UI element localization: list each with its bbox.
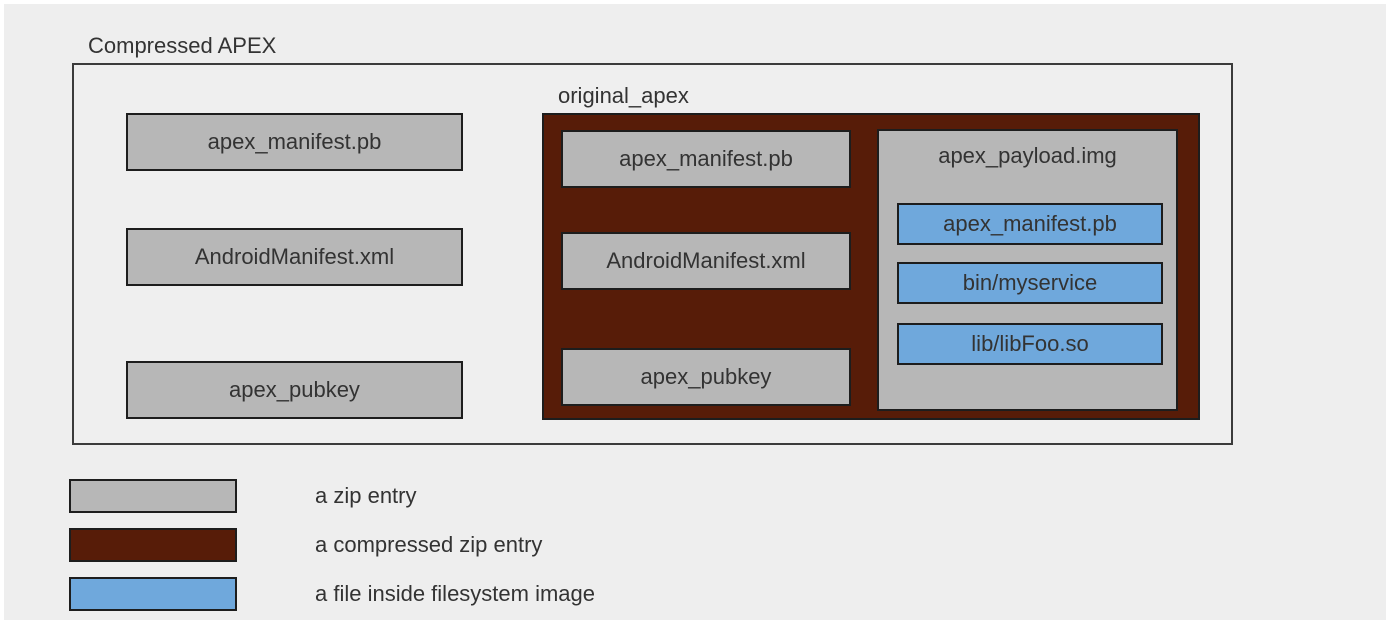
apex-payload-img-label: apex_payload.img	[938, 143, 1117, 168]
legend-compressed-zip-entry-swatch	[69, 528, 237, 562]
fs-file-bin-myservice: bin/myservice	[897, 262, 1163, 304]
inner-zip-entry-apex-pubkey: apex_pubkey	[561, 348, 851, 406]
inner-zip-entry-android-manifest-xml: AndroidManifest.xml	[561, 232, 851, 290]
legend-zip-entry-label: a zip entry	[315, 483, 417, 508]
inner-zip-entry-apex-manifest-pb: apex_manifest.pb	[561, 130, 851, 188]
fs-file-lib-libfoo-so: lib/libFoo.so	[897, 323, 1163, 365]
legend-filesystem-file-label: a file inside filesystem image	[315, 581, 596, 606]
original-apex-label: original_apex	[558, 83, 689, 108]
legend-compressed-zip-entry-label: a compressed zip entry	[315, 532, 543, 557]
legend-zip-entry-swatch	[69, 479, 237, 513]
zip-entry-android-manifest-xml: AndroidManifest.xml	[126, 228, 463, 286]
compressed-entry-original-apex: apex_manifest.pb AndroidManifest.xml ape…	[542, 113, 1200, 420]
apex-payload-img-box: apex_payload.img apex_manifest.pb bin/my…	[877, 129, 1178, 411]
fs-file-apex-manifest-pb: apex_manifest.pb	[897, 203, 1163, 245]
compressed-apex-container: apex_manifest.pb AndroidManifest.xml ape…	[72, 63, 1233, 445]
zip-entry-apex-pubkey: apex_pubkey	[126, 361, 463, 419]
diagram-title: Compressed APEX	[88, 33, 277, 58]
legend-filesystem-file-swatch	[69, 577, 237, 611]
zip-entry-apex-manifest-pb: apex_manifest.pb	[126, 113, 463, 171]
